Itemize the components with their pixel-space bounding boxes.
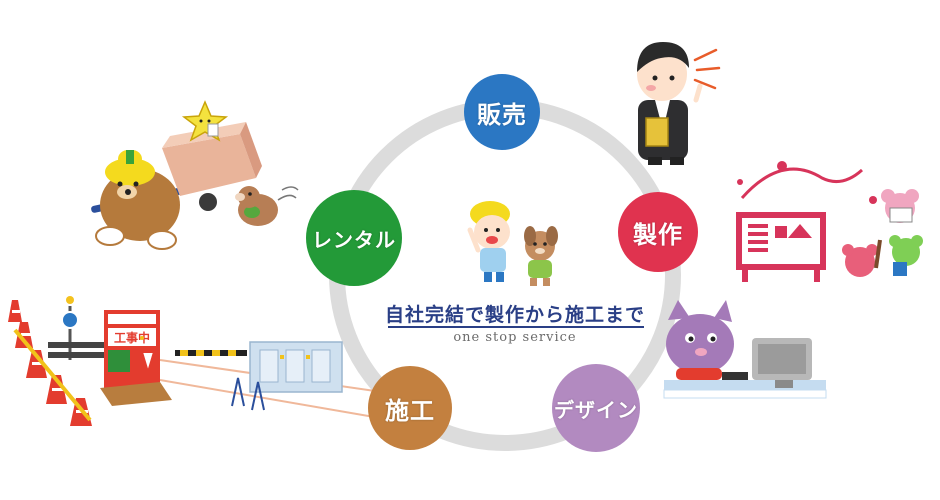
node-construction: 施工	[368, 366, 452, 450]
node-production-label: 製作	[633, 220, 683, 249]
children-icon	[467, 201, 558, 286]
star-character-icon	[181, 100, 229, 142]
node-construction-label: 施工	[385, 396, 435, 425]
node-production: 製作	[618, 192, 698, 272]
node-design: デザイン	[552, 364, 640, 452]
running-dog-icon	[235, 186, 299, 226]
node-design-label: デザイン	[554, 397, 638, 422]
construction-site-icon: 工事中	[8, 296, 343, 426]
cat-computer-icon	[663, 300, 827, 399]
node-sales: 販売	[464, 74, 540, 150]
center-subtitle: one stop service	[453, 330, 577, 345]
bear-cart-icon	[91, 122, 262, 250]
node-sales-label: 販売	[477, 100, 527, 129]
node-rental-label: レンタル	[312, 227, 396, 252]
businessman-icon	[637, 42, 721, 165]
node-rental: レンタル	[306, 190, 402, 286]
center-title: 自社完結で製作から施工まで	[384, 304, 645, 326]
center-title-underline	[388, 326, 644, 328]
construction-sign-text: 工事中	[114, 330, 150, 345]
sign-painting-mice-icon	[736, 161, 923, 282]
